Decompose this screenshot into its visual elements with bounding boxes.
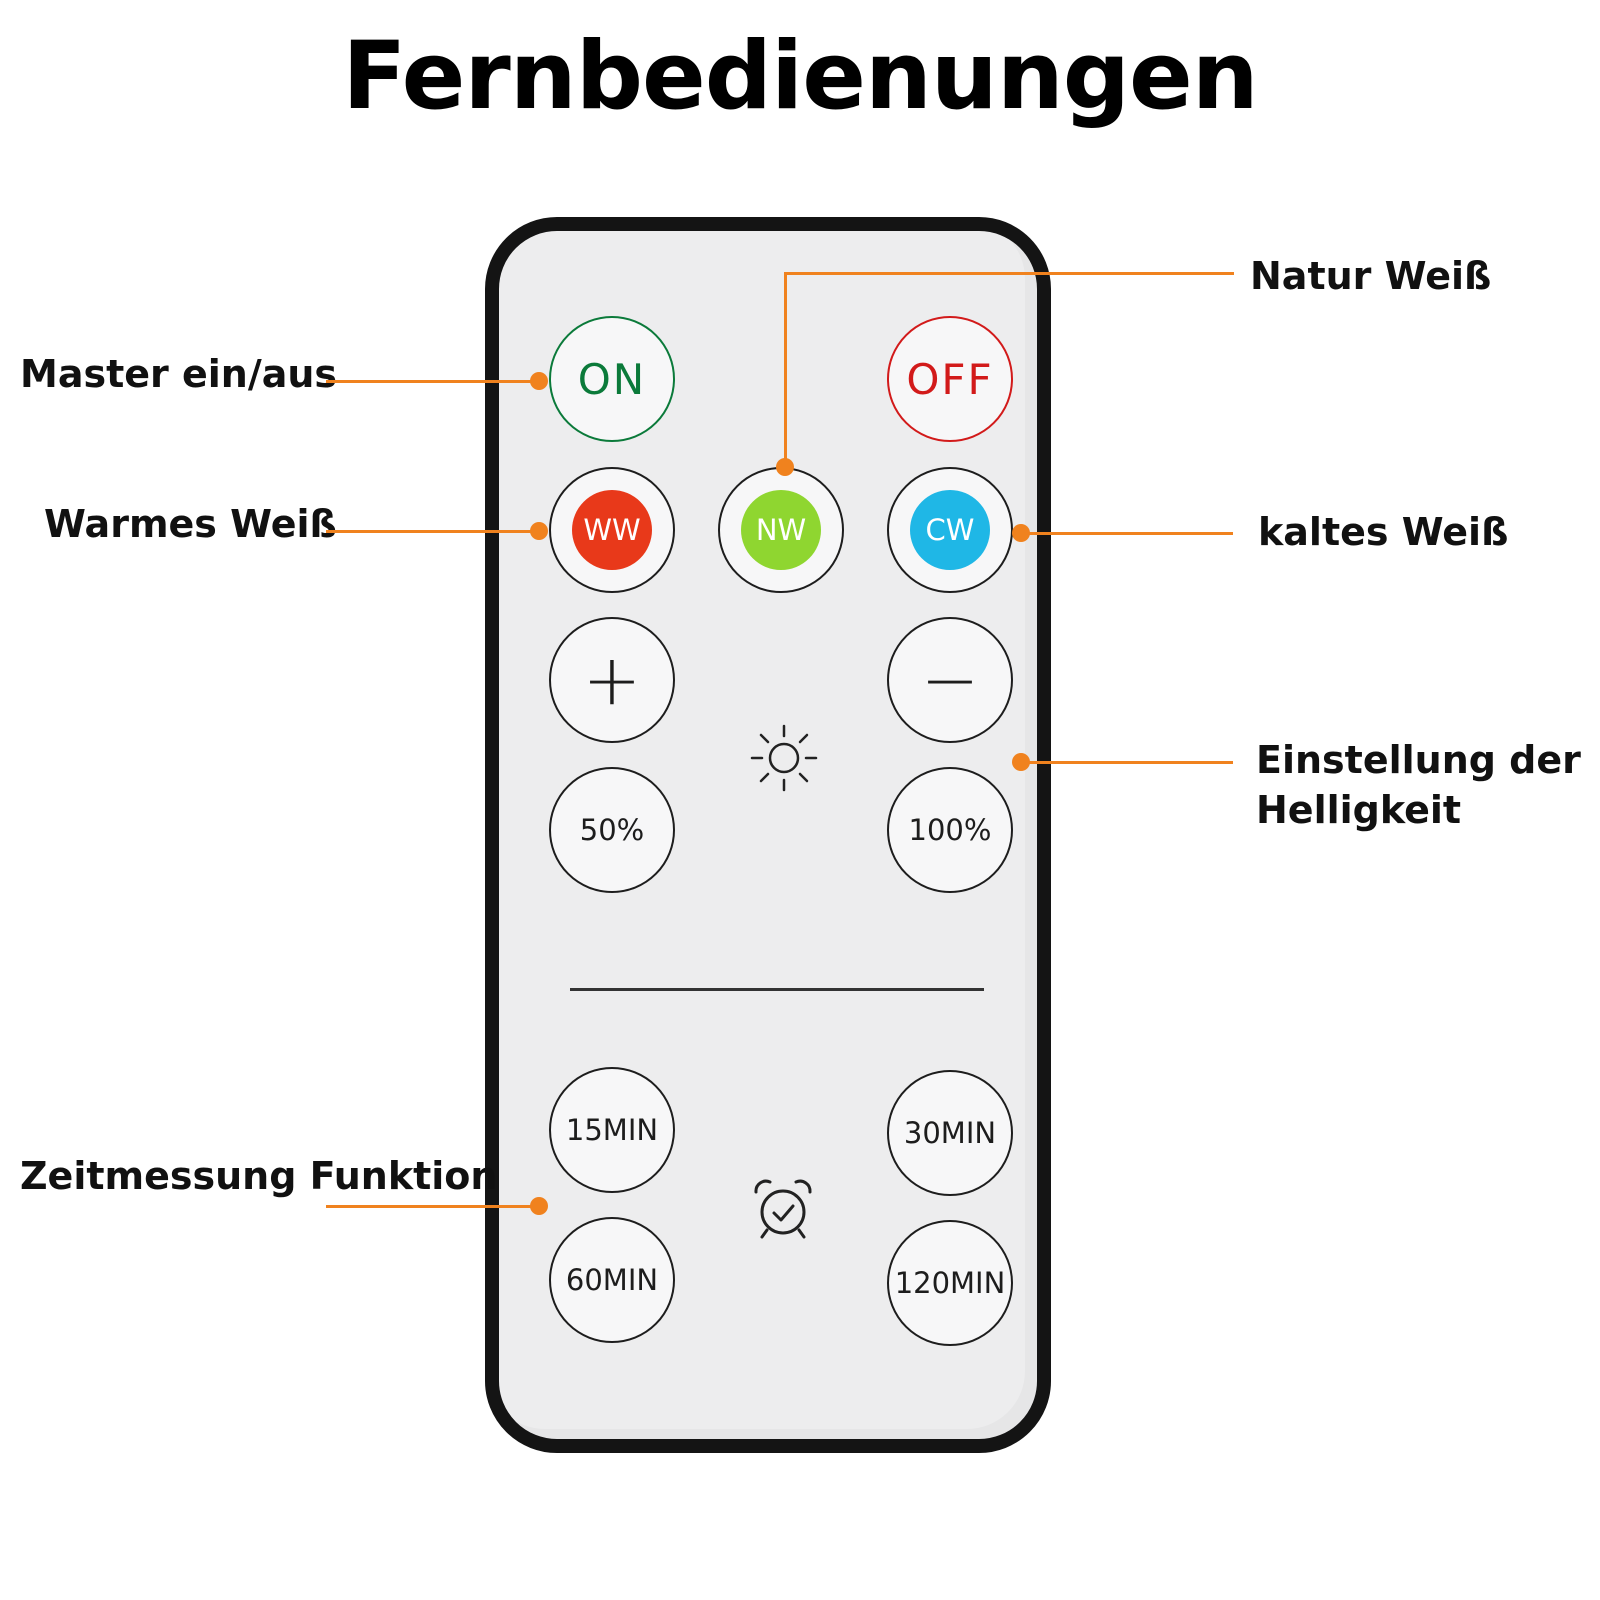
off-button[interactable]: OFF <box>887 316 1013 442</box>
leader-master <box>326 380 540 383</box>
marker-cold-white <box>1012 524 1030 542</box>
label-timer: Zeitmessung Funktion <box>20 1154 498 1198</box>
off-button-label: OFF <box>906 354 994 404</box>
brightness-50-button[interactable]: 50% <box>549 767 675 893</box>
marker-warm-white <box>530 522 548 540</box>
leader-timer <box>326 1205 540 1208</box>
divider <box>570 988 984 991</box>
label-warm-white: Warmes Weiß <box>44 502 337 546</box>
brightness-100-label: 100% <box>908 813 992 847</box>
leader-cold-white <box>1027 532 1233 535</box>
brightness-up-button[interactable]: + <box>549 617 675 743</box>
leader-natural-white-v <box>784 272 787 467</box>
sun-icon <box>750 724 818 792</box>
label-brightness-line1: Einstellung der <box>1256 738 1581 782</box>
timer-120min-label: 120MIN <box>894 1266 1006 1300</box>
plus-icon: + <box>582 639 642 721</box>
timer-15min-label: 15MIN <box>565 1113 659 1147</box>
timer-30min-button[interactable]: 30MIN <box>887 1070 1013 1196</box>
marker-timer <box>530 1197 548 1215</box>
nw-dot: NW <box>741 490 821 570</box>
timer-60min-button[interactable]: 60MIN <box>549 1217 675 1343</box>
marker-brightness <box>1012 753 1030 771</box>
marker-master <box>530 372 548 390</box>
leader-brightness <box>1027 761 1233 764</box>
cold-white-button[interactable]: CW <box>887 467 1013 593</box>
page-title: Fernbedienungen <box>342 22 1258 131</box>
marker-natural-white <box>776 458 794 476</box>
timer-15min-button[interactable]: 15MIN <box>549 1067 675 1193</box>
on-button[interactable]: ON <box>549 316 675 442</box>
timer-30min-label: 30MIN <box>903 1116 997 1150</box>
timer-60min-label: 60MIN <box>565 1263 659 1297</box>
leader-natural-white-h <box>784 272 1234 275</box>
brightness-down-button[interactable]: − <box>887 617 1013 743</box>
label-natural-white: Natur Weiß <box>1250 254 1492 298</box>
brightness-50-label: 50% <box>579 813 645 847</box>
leader-warm-white <box>326 530 540 533</box>
label-master: Master ein/aus <box>20 352 338 396</box>
minus-icon: − <box>920 639 980 721</box>
brightness-100-button[interactable]: 100% <box>887 767 1013 893</box>
ww-dot: WW <box>572 490 652 570</box>
label-brightness-line2: Helligkeit <box>1256 788 1462 832</box>
cw-dot: CW <box>910 490 990 570</box>
alarm-clock-icon <box>754 1179 812 1239</box>
warm-white-button[interactable]: WW <box>549 467 675 593</box>
timer-120min-button[interactable]: 120MIN <box>887 1220 1013 1346</box>
label-cold-white: kaltes Weiß <box>1258 510 1509 554</box>
natural-white-button[interactable]: NW <box>718 467 844 593</box>
on-button-label: ON <box>577 354 647 404</box>
